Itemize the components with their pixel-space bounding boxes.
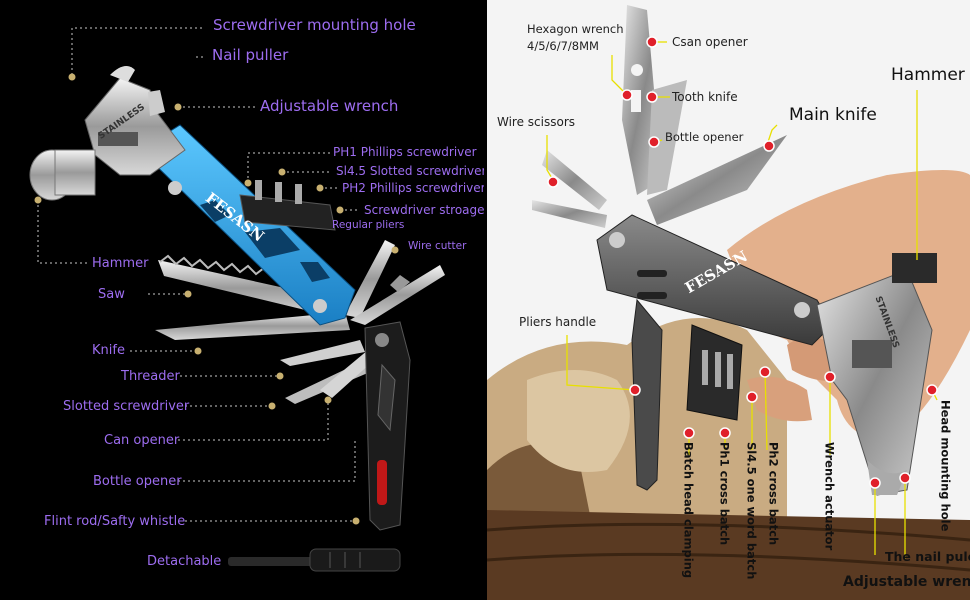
label-head-mounting-hole: Head mounting hole [938, 400, 953, 532]
left-panel-tool-diagram: STAINLESS FESASN Screwdriver mounting ho… [0, 0, 484, 600]
label-regular-pliers: Regular pliers [332, 219, 405, 231]
left-leader-lines [37, 27, 400, 522]
label-ph1-cross-batch: Ph1 cross batch [717, 442, 732, 546]
blue-handle [139, 124, 356, 326]
label-ph2-phillips: PH2 Phillips screwdriver [342, 181, 484, 195]
label-adjustable-wrench: Adjustable wrench [260, 97, 399, 115]
right-leader-lines [546, 41, 938, 560]
can-opener-blade [320, 350, 372, 398]
flint-rod-whistle [228, 548, 401, 572]
label-hammer: Hammer [92, 256, 149, 271]
label-wire-cutter: Wire cutter [408, 240, 467, 252]
label-detachable: Detachable [147, 554, 222, 569]
left-tool-illustration [29, 27, 445, 572]
label-saw: Saw [98, 287, 125, 302]
label-pliers-handle: Pliers handle [519, 315, 597, 329]
label-csan-opener: Csan opener [672, 35, 748, 49]
label-nail-puller: Nail puller [212, 46, 289, 64]
right-red-markers [547, 36, 938, 489]
label-sl45-one-word-batch: Sl4.5 one word batch [744, 442, 759, 580]
multitool-body [532, 5, 937, 496]
label-adjustable-wrench-right: Adjustable wrench [843, 574, 970, 590]
label-sl45-slotted: Sl4.5 Slotted screwdriver [336, 164, 484, 178]
label-screwdriver-storage: Screwdriver stroage [364, 203, 484, 217]
label-ph2-cross-batch: Ph2 cross batch [766, 442, 781, 546]
knife-blade [155, 312, 350, 340]
label-slotted-screwdriver: Slotted screwdriver [63, 399, 190, 414]
label-wrench-actuator: Wrench actuator [822, 442, 837, 551]
right-photo-illustration [487, 0, 970, 600]
black-pliers-handle [364, 321, 411, 531]
pliers-jaws [345, 240, 445, 325]
label-tooth-knife: Tooth knife [672, 90, 738, 104]
threader-blade [280, 340, 365, 366]
label-knife: Knife [92, 343, 125, 358]
right-panel-product-photo: FESASN STAINLESS Hexagon wrench 4/5/6/7/… [487, 0, 970, 600]
label-nail-puler: The nail puler [885, 549, 970, 564]
label-hexagon-wrench: Hexagon wrench [527, 22, 624, 36]
label-can-opener: Can opener [104, 433, 180, 448]
label-bottle-opener: Bottle opener [93, 474, 182, 489]
label-screwdriver-mounting-hole: Screwdriver mounting hole [213, 16, 416, 34]
label-wire-scissors: Wire scissors [497, 115, 576, 129]
label-threader: Threader [121, 369, 180, 384]
wrench-hammer-head [29, 66, 186, 201]
label-bottle-opener-right: Bottle opener [665, 130, 744, 144]
screwdriver-bit-storage [239, 180, 336, 231]
label-ph1-phillips: PH1 Phillips screwdriver [333, 145, 477, 159]
label-batch-head-clamping: Batch head clamping [681, 442, 696, 579]
label-hex-sizes: 4/5/6/7/8MM [527, 39, 599, 53]
left-gold-markers [34, 73, 399, 525]
label-hammer-right: Hammer [891, 65, 965, 85]
label-flint-rod-whistle: Flint rod/Safty whistle [44, 514, 186, 529]
label-main-knife: Main knife [789, 105, 877, 125]
